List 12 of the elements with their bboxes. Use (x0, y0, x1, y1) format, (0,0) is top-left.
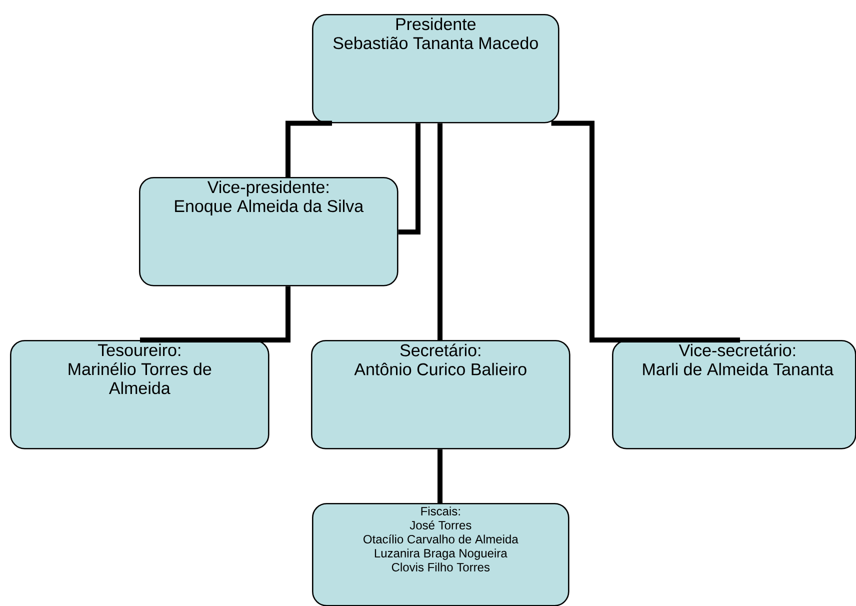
org-box: Tesoureiro: Marinélio Torres de Almeida (10, 340, 270, 450)
connector-line (140, 286, 290, 342)
org-box: Vice-presidente: Enoque Almeida da Silva (139, 177, 398, 286)
connector-line (438, 449, 442, 503)
connector-line (438, 123, 442, 340)
connector-line (286, 120, 332, 177)
connector-line (551, 120, 740, 342)
org-box: Presidente Sebastião Tananta Macedo (312, 14, 560, 124)
org-box: Fiscais: José Torres Otacílio Carvalho de Almeida Luzanira Braga Nogueira Clovis Filho Torres (312, 503, 570, 606)
org-box: Secretário: Antônio Curico Balieiro (311, 340, 570, 450)
org-box: Vice-secretário: Marli de Almeida Tananta (612, 340, 856, 450)
connector-line (398, 123, 420, 234)
